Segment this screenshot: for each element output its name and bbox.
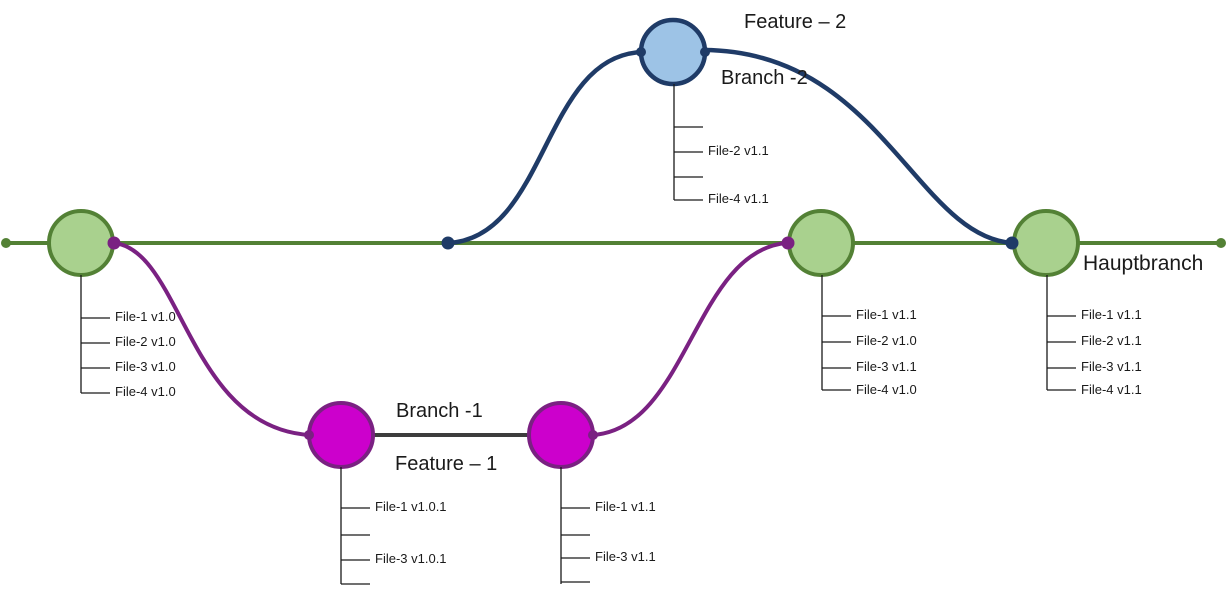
feature-2-branch-out-curve	[447, 49, 643, 246]
feature-1-commit-node-2	[527, 401, 595, 469]
file-version-label: File-4 v1.0	[115, 384, 176, 399]
file-version-label: File-3 v1.1	[595, 549, 656, 564]
file-version-label: File-4 v1.1	[1081, 382, 1142, 397]
file-version-label: File-3 v1.1	[856, 359, 917, 374]
feature-1-fork-dot	[107, 236, 121, 250]
file-list-ticks-feature-2-commit	[673, 84, 703, 201]
feature-1-branch-out-curve	[113, 241, 311, 437]
main-branch-label: Hauptbranch	[1083, 252, 1204, 275]
file-version-label: File-1 v1.1	[595, 499, 656, 514]
file-version-label: File-1 v1.1	[1081, 307, 1142, 322]
file-list-ticks-main-commit-1	[80, 275, 110, 394]
feature-1-node-1-left-dot	[304, 430, 314, 440]
file-list-ticks-feature-1-commit-2	[560, 467, 590, 584]
main-commit-node-1	[47, 209, 115, 277]
feature-2-branch-label: Branch -2	[721, 67, 808, 89]
file-version-label: File-2 v1.0	[115, 334, 176, 349]
file-list-ticks-feature-1-commit-1	[340, 467, 370, 585]
file-version-label: File-4 v1.0	[856, 382, 917, 397]
feature-1-commit-node-1	[307, 401, 375, 469]
main-commit-node-3	[1012, 209, 1080, 277]
file-version-label: File-3 v1.0.1	[375, 551, 447, 566]
feature-2-node-left-dot	[636, 47, 646, 57]
feature-1-branch-label: Branch -1	[396, 400, 483, 422]
file-version-label: File-1 v1.0.1	[375, 499, 447, 514]
feature-1-title-label: Feature – 1	[395, 453, 498, 475]
feature-2-merge-dot	[1005, 236, 1019, 250]
feature-2-fork-dot	[441, 236, 455, 250]
file-version-label: File-1 v1.1	[856, 307, 917, 322]
feature-2-title-label: Feature – 2	[744, 11, 847, 33]
file-version-label: File-1 v1.0	[115, 309, 176, 324]
file-version-label: File-2 v1.1	[1081, 333, 1142, 348]
feature-1-merge-dot	[781, 236, 795, 250]
feature-2-node-right-dot	[700, 47, 710, 57]
file-version-label: File-4 v1.1	[708, 191, 769, 206]
file-version-label: File-3 v1.1	[1081, 359, 1142, 374]
feature-2-commit-node	[638, 17, 708, 87]
file-list-ticks-main-commit-3	[1046, 275, 1076, 391]
main-branch-start-dot	[1, 238, 11, 248]
feature-1-merge-curve	[591, 241, 788, 437]
feature-1-node-2-right-dot	[588, 430, 598, 440]
file-version-label: File-3 v1.0	[115, 359, 176, 374]
file-version-label: File-2 v1.1	[708, 143, 769, 158]
main-branch-end-dot	[1216, 238, 1226, 248]
main-commit-node-2	[787, 209, 855, 277]
file-version-label: File-2 v1.0	[856, 333, 917, 348]
file-list-ticks-main-commit-2	[821, 275, 851, 391]
feature-2-merge-curve	[703, 47, 1013, 246]
